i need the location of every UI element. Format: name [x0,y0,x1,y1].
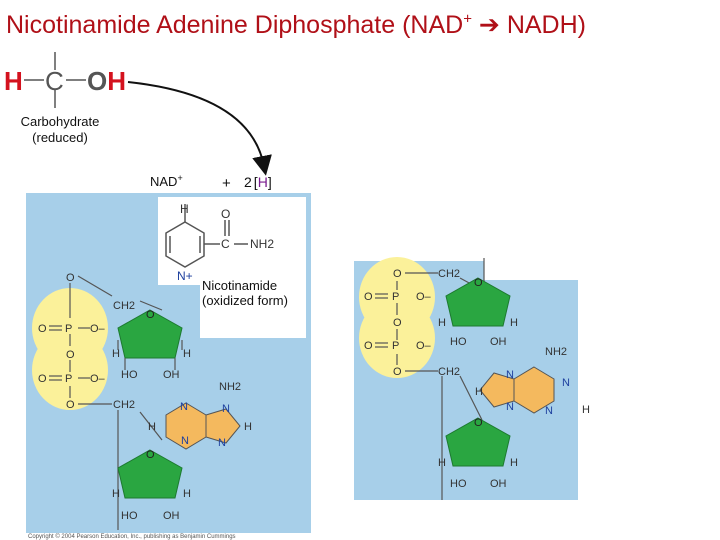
svg-text:H: H [148,421,156,433]
reaction-plus: + [222,175,231,192]
svg-text:O: O [474,417,483,429]
svg-text:N: N [506,401,514,413]
carb-label-line2: (reduced) [32,130,88,145]
copyright: Copyright © 2004 Pearson Education, Inc.… [28,533,236,540]
carb-label-line1: Carbohydrate [21,114,100,129]
svg-text:O–: O– [416,291,432,303]
svg-text:HO: HO [450,336,467,348]
carbohydrate-structure: H C OH Carbohydrate (reduced) [4,52,126,145]
nadh-panel: O O P O– O O P O– O CH2 CH2 O H H HO OH … [354,257,590,500]
ribose-sugar-1 [117,309,183,359]
svg-text:H: H [582,404,590,416]
nic-o: O [221,207,230,221]
svg-text:O: O [393,317,402,329]
svg-text:N: N [222,403,230,415]
nic-c: C [221,237,230,251]
carb-oh: OH [87,66,126,96]
svg-text:H: H [510,457,518,469]
ribose-sugar-2 [117,449,183,499]
svg-text:N: N [545,405,553,417]
svg-text:N: N [218,437,226,449]
nic-n-plus: N+ [177,269,193,283]
svg-text:O–: O– [416,340,432,352]
adenine-base-right [479,366,555,414]
svg-text:NH2: NH2 [219,381,241,393]
svg-text:O: O [364,340,373,352]
svg-text:H: H [438,457,446,469]
svg-text:HO: HO [450,478,467,490]
svg-text:O: O [66,399,75,411]
svg-text:N: N [506,369,514,381]
svg-text:O: O [146,449,155,461]
svg-text:H: H [112,348,120,360]
svg-text:CH2: CH2 [438,268,460,280]
ribose-sugar-3 [445,277,511,327]
svg-text:H: H [438,317,446,329]
svg-text:HO: HO [121,510,138,522]
svg-text:O: O [393,268,402,280]
svg-text:H: H [112,488,120,500]
nad-oxidized-panel: H O C NH2 N+ Nicotinamide (oxidized form… [26,193,311,540]
svg-text:NH2: NH2 [545,346,567,358]
svg-text:O: O [364,291,373,303]
svg-text:P: P [392,291,399,303]
nic-h: H [180,202,189,216]
svg-text:O–: O– [90,373,106,385]
carb-h-left: H [4,66,23,96]
arrow-right-icon: ➔ [478,11,500,39]
svg-text:O: O [393,366,402,378]
svg-text:P: P [65,373,72,385]
transfer-arrow [127,81,272,176]
svg-text:N: N [180,401,188,413]
ribose-sugar-4 [445,417,511,467]
svg-text:O: O [146,309,155,321]
carb-c: C [45,66,64,96]
svg-text:N: N [562,377,570,389]
svg-text:O: O [66,272,75,284]
nic-label-line1: Nicotinamide [202,278,277,293]
svg-text:O–: O– [90,323,106,335]
svg-text:O: O [66,349,75,361]
svg-text:OH: OH [490,478,507,490]
page-title: Nicotinamide Adenine Diphosphate (NAD+ ➔… [6,10,586,39]
nicotinamide-ring [165,204,248,268]
svg-text:OH: OH [163,510,180,522]
svg-text:O: O [474,277,483,289]
svg-text:N: N [181,435,189,447]
svg-text:O: O [38,323,47,335]
svg-text:H: H [510,317,518,329]
svg-text:CH2: CH2 [113,399,135,411]
reaction-nad: NAD+ [150,173,183,189]
reaction-2h: 2[H] [244,174,272,190]
svg-text:H: H [183,488,191,500]
adenine-base-left [165,402,241,450]
nic-label-line2: (oxidized form) [202,293,288,308]
svg-text:OH: OH [490,336,507,348]
svg-text:HO: HO [121,369,138,381]
svg-text:CH2: CH2 [113,300,135,312]
svg-text:H: H [183,348,191,360]
svg-text:H: H [475,386,483,398]
svg-text:H: H [244,421,252,433]
svg-text:O: O [38,373,47,385]
svg-text:P: P [65,323,72,335]
svg-text:P: P [392,340,399,352]
svg-text:OH: OH [163,369,180,381]
svg-text:CH2: CH2 [438,366,460,378]
nic-nh2: NH2 [250,237,274,251]
